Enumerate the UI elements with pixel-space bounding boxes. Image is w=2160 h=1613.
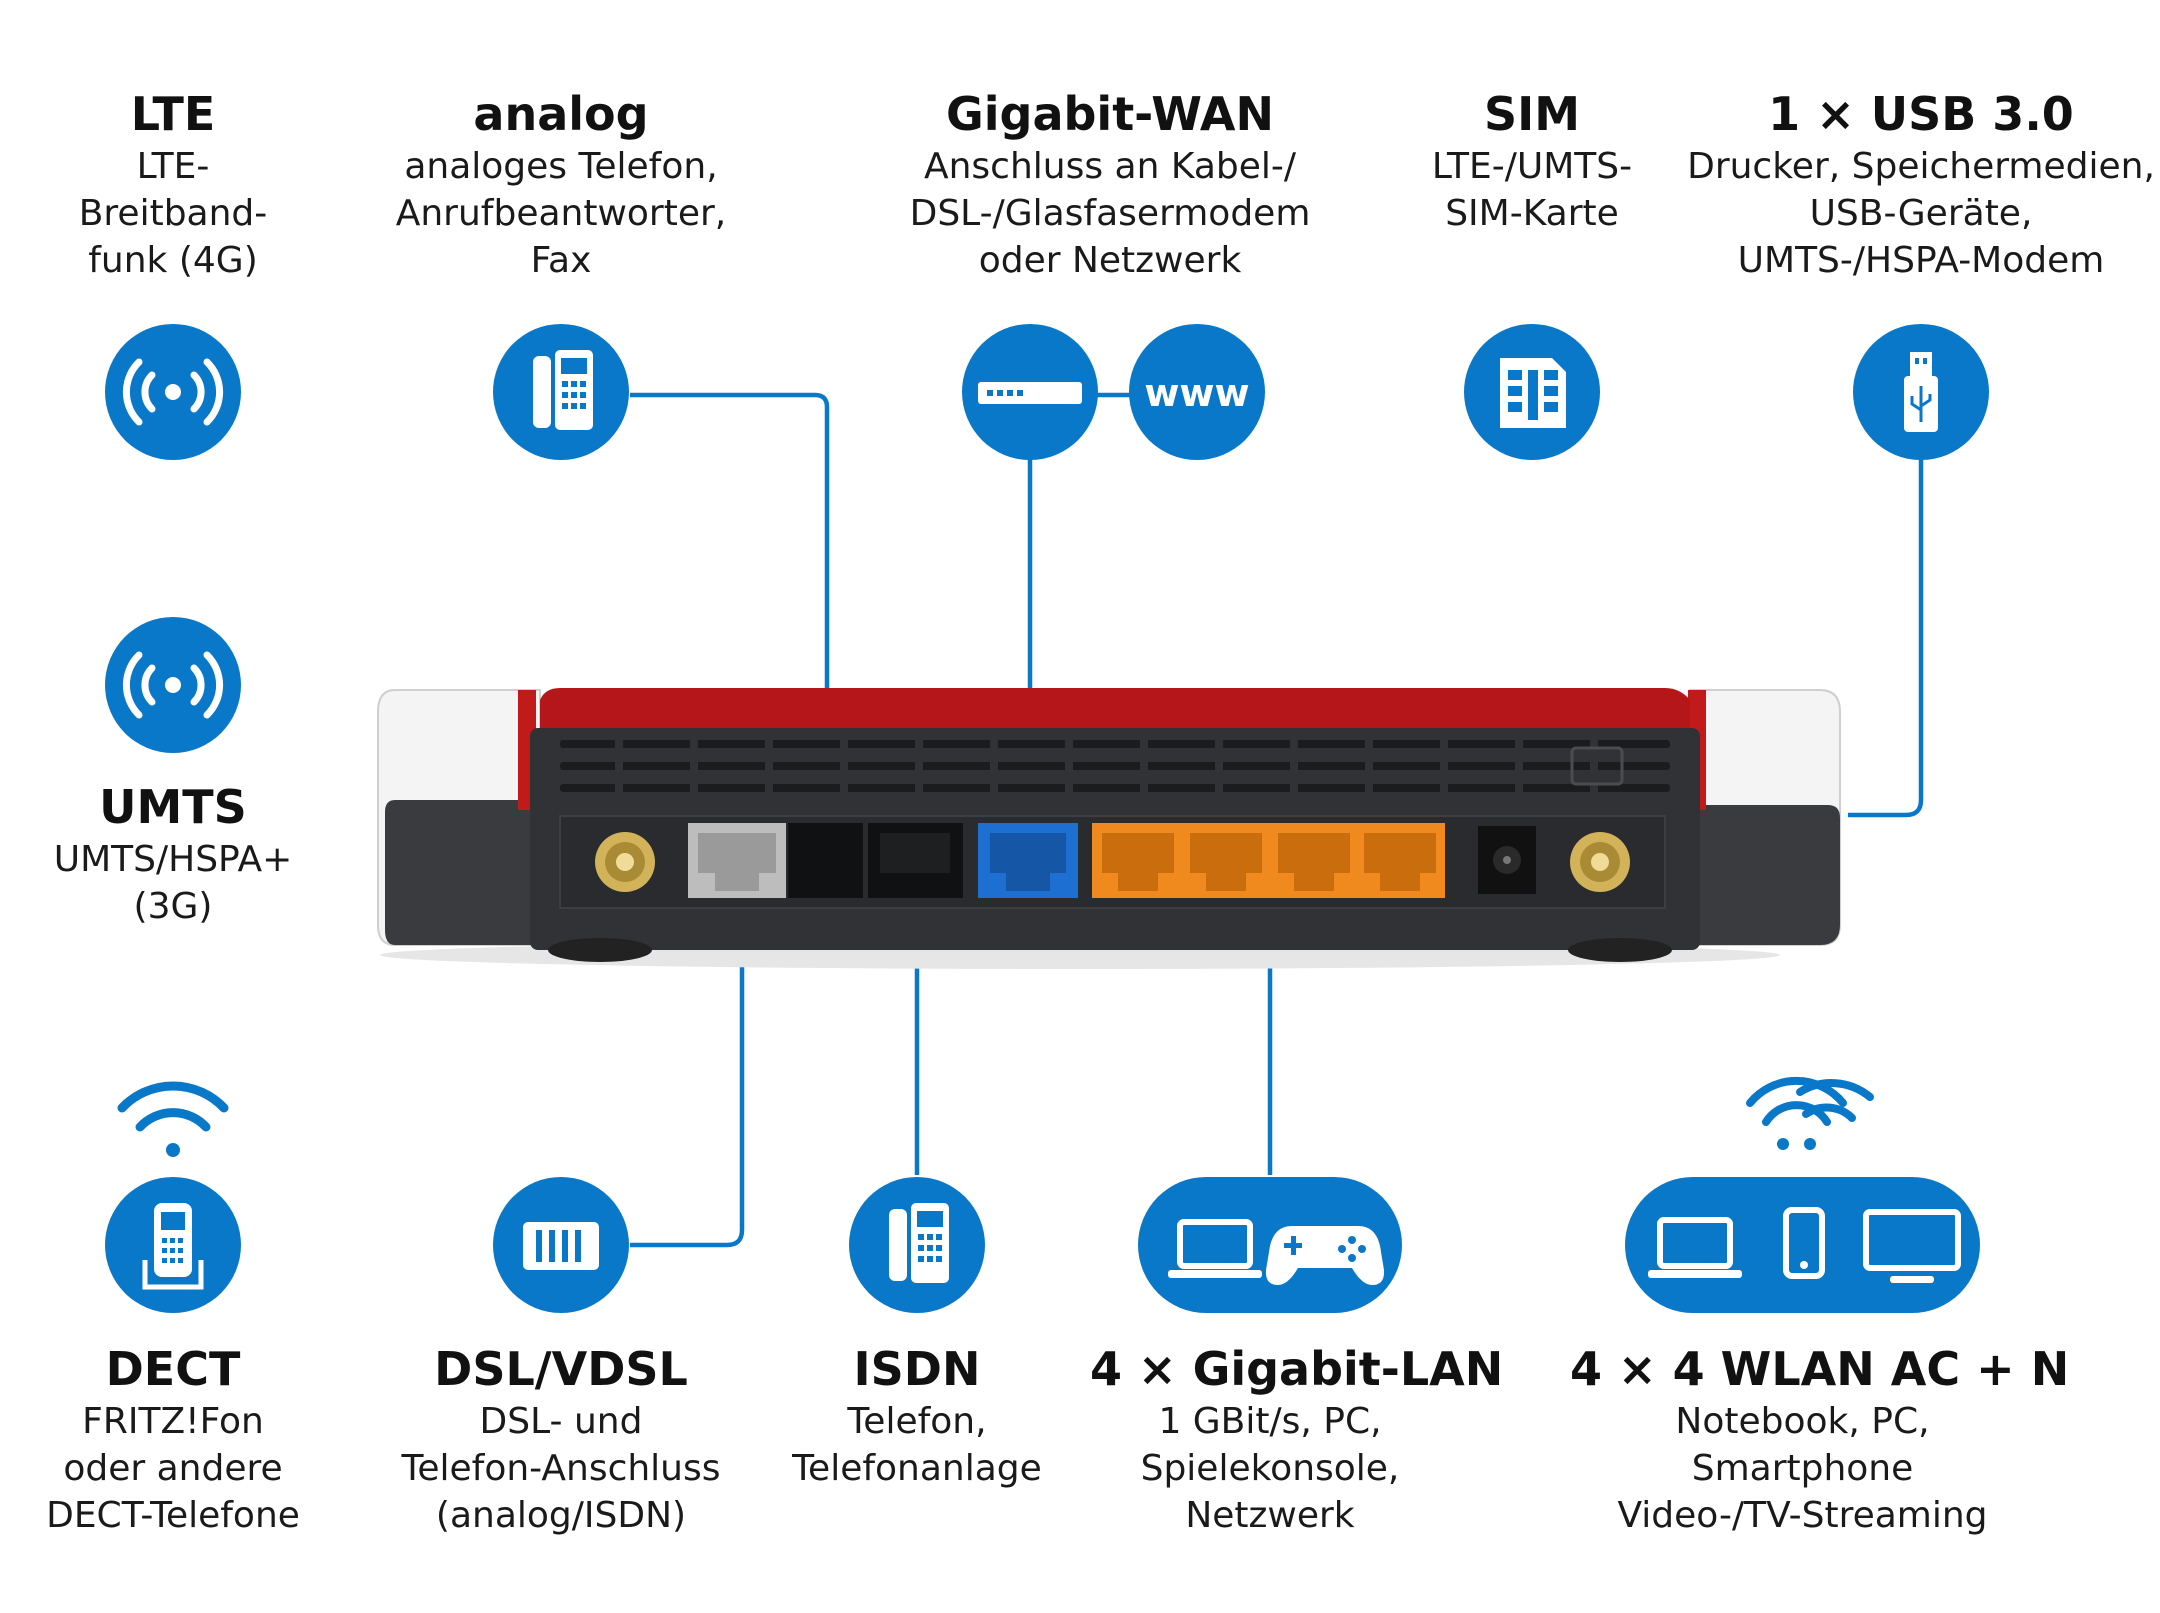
feature-dsl-vdsl: DSL/VDSL DSL- und Telefon-Anschluss (ana… — [371, 1340, 751, 1539]
feature-title: 1 × USB 3.0 — [1768, 87, 2074, 141]
feature-desc: UMTS/HSPA+ (3G) — [53, 839, 293, 927]
wifi-icon — [1746, 1076, 1874, 1150]
desk-phone-icon — [493, 324, 629, 460]
feature-desc: 1 GBit/s, PC, Spielekonsole, Netzwerk — [1140, 1401, 1400, 1536]
feature-title: DECT — [105, 1342, 241, 1396]
feature-dect: DECT FRITZ!Fon oder andere DECT-Telefone — [13, 1340, 333, 1539]
feature-desc: Telefon, Telefonanlage — [792, 1401, 1042, 1489]
laptop-icon — [1168, 1219, 1262, 1278]
feature-lte: LTE LTE- Breitband- funk (4G) — [23, 85, 323, 284]
feature-desc: analoges Telefon, Anrufbeantworter, Fax — [395, 146, 727, 281]
wifi-icon — [117, 1081, 229, 1157]
monitor-icon — [1863, 1209, 1961, 1283]
line-dsl — [630, 912, 745, 1248]
wlan-devices-pill — [1625, 1177, 1980, 1313]
usb-stick-icon — [1853, 324, 1989, 460]
feature-gigabit-wan: Gigabit-WAN Anschluss an Kabel-/ DSL-/Gl… — [880, 85, 1340, 284]
feature-wlan: 4 × 4 WLAN AC + N Notebook, PC, Smartpho… — [1570, 1340, 2070, 1539]
line-usb — [1848, 455, 1924, 818]
feature-title: Gigabit-WAN — [946, 87, 1274, 141]
feature-title: 4 × 4 WLAN AC + N — [1570, 1342, 2070, 1396]
antenna-icon — [105, 324, 241, 460]
lte-antenna-connector-left — [595, 832, 655, 892]
lan-ports — [1092, 823, 1445, 898]
power-jack — [1478, 826, 1536, 894]
router-device — [377, 688, 1841, 969]
feature-desc: Drucker, Speichermedien, USB-Geräte, UMT… — [1687, 146, 2155, 281]
smartphone-icon — [1783, 1207, 1825, 1279]
feature-gigabit-lan: 4 × Gigabit-LAN 1 GBit/s, PC, Spielekons… — [1090, 1340, 1504, 1539]
feature-umts: UMTS UMTS/HSPA+ (3G) — [23, 778, 323, 930]
fon-ports — [788, 823, 963, 898]
dsl-port — [688, 823, 786, 898]
feature-title: LTE — [130, 87, 216, 141]
feature-analog: analog analoges Telefon, Anrufbeantworte… — [371, 85, 751, 284]
left-cap-dark — [385, 800, 540, 945]
lan-devices-pill — [1138, 1177, 1402, 1313]
feature-desc: LTE- Breitband- funk (4G) — [78, 146, 268, 281]
feature-desc: LTE-/UMTS- SIM-Karte — [1431, 146, 1633, 234]
sim-card-icon — [1464, 324, 1600, 460]
www-label: www — [1144, 371, 1249, 415]
modem-icon — [962, 324, 1098, 460]
feature-title: SIM — [1483, 87, 1581, 141]
feature-sim: SIM LTE-/UMTS- SIM-Karte — [1392, 85, 1672, 237]
www-globe-icon — [1129, 324, 1265, 460]
line-analog — [630, 392, 830, 760]
feature-title: ISDN — [853, 1342, 981, 1396]
wan-port — [978, 823, 1078, 898]
right-cap-dark — [1690, 805, 1840, 945]
feature-desc: Notebook, PC, Smartphone Video-/TV-Strea… — [1617, 1401, 1988, 1536]
vent-slots — [560, 740, 1670, 792]
feature-isdn: ISDN Telefon, Telefonanlage — [762, 1340, 1072, 1492]
feature-title: analog — [473, 87, 649, 141]
feature-desc: Anschluss an Kabel-/ DSL-/Glasfasermodem… — [909, 146, 1311, 281]
feature-desc: FRITZ!Fon oder andere DECT-Telefone — [46, 1401, 300, 1536]
antenna-icon — [105, 617, 241, 753]
lte-antenna-connector-right — [1570, 832, 1630, 892]
dsl-port-icon — [493, 1177, 629, 1313]
dect-phone-icon — [105, 1177, 241, 1313]
feature-usb: 1 × USB 3.0 Drucker, Speichermedien, USB… — [1686, 85, 2156, 284]
red-top-cover — [540, 688, 1690, 740]
sim-slot — [1570, 746, 1624, 786]
feature-title: DSL/VDSL — [434, 1342, 688, 1396]
gamepad-icon — [1265, 1226, 1385, 1285]
laptop-icon — [1648, 1217, 1742, 1278]
feature-title: UMTS — [99, 780, 247, 834]
isdn-phone-icon — [849, 1177, 985, 1313]
feature-title: 4 × Gigabit-LAN — [1090, 1342, 1504, 1396]
feature-desc: DSL- und Telefon-Anschluss (analog/ISDN) — [401, 1401, 721, 1536]
